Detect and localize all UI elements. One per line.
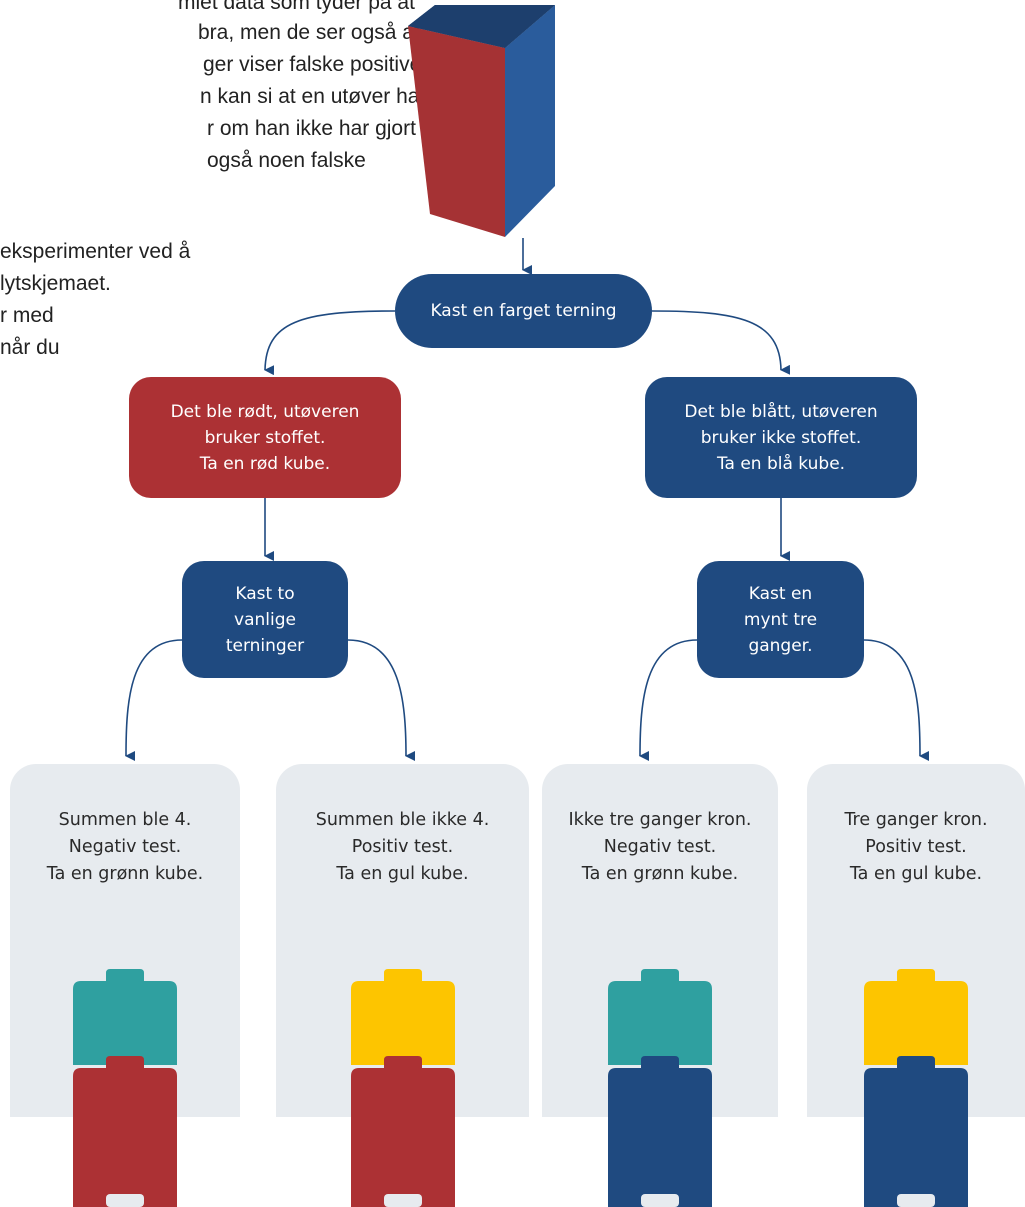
- start-node: Kast en farget terning: [395, 274, 652, 348]
- start-node-label: Kast en farget terning: [430, 301, 617, 321]
- intro-line: miet data som tyder på at: [178, 0, 415, 14]
- coin-step-line: ganger.: [748, 635, 813, 656]
- teal-over-red-cube-stack-icon: [73, 969, 177, 1207]
- arrow-start-to-red: [264, 310, 396, 376]
- teal-over-blue-cube-stack-icon: [608, 969, 712, 1207]
- intro-line: eksperimenter ved å: [0, 240, 191, 263]
- outcome-line: Negativ test.: [603, 837, 717, 857]
- outcome-card-3: Ikke tre ganger kron. Negativ test. Ta e…: [542, 764, 778, 1207]
- outcome-line: Tre ganger kron.: [844, 810, 988, 830]
- outcome-line: Negativ test.: [68, 837, 182, 857]
- intro-line: n kan si at en utøver har: [200, 85, 427, 108]
- intro-line: r om han ikke har gjort: [207, 117, 416, 140]
- arrow-dice-to-outcome-2: [347, 639, 416, 761]
- outcome-card-2: Summen ble ikke 4. Positiv test. Ta en g…: [276, 764, 529, 1207]
- blue-outcome-line: Ta en blå kube.: [716, 453, 846, 474]
- coin-step-line: Kast en: [748, 583, 813, 604]
- coin-step-line: mynt tre: [743, 609, 818, 630]
- outcome-line: Positiv test.: [351, 837, 454, 857]
- arrow-coin-to-outcome-3: [639, 639, 698, 762]
- red-outcome-line: Det ble rødt, utøveren: [170, 401, 360, 422]
- intro-line: også noen falske: [207, 149, 366, 172]
- intro-line: lytskjemaet.: [0, 272, 111, 295]
- coin-step-node: Kast en mynt tre ganger.: [697, 561, 864, 678]
- yellow-over-blue-cube-stack-icon: [864, 969, 968, 1207]
- outcome-line: Summen ble ikke 4.: [315, 810, 490, 830]
- dice-step-line: terninger: [225, 635, 305, 656]
- blue-outcome-line: bruker ikke stoffet.: [700, 427, 862, 448]
- colored-die-icon: [408, 5, 555, 237]
- outcome-line: Ta en gul kube.: [849, 864, 983, 884]
- arrow-start-to-blue: [651, 310, 791, 375]
- red-outcome-node: Det ble rødt, utøveren bruker stoffet. T…: [129, 377, 401, 498]
- dice-step-line: vanlige: [234, 609, 296, 630]
- yellow-over-red-cube-stack-icon: [350, 969, 455, 1207]
- intro-line: bra, men de ser også at: [198, 21, 420, 44]
- blue-outcome-node: Det ble blått, utøveren bruker ikke stof…: [645, 377, 917, 498]
- red-outcome-line: bruker stoffet.: [204, 427, 326, 448]
- outcome-line: Ikke tre ganger kron.: [568, 810, 752, 830]
- red-outcome-line: Ta en rød kube.: [199, 453, 331, 474]
- dice-step-node: Kast to vanlige terninger: [182, 561, 348, 678]
- intro-line: når du: [0, 336, 60, 359]
- dice-step-line: Kast to: [235, 583, 295, 604]
- diagram-connectors: [125, 5, 930, 762]
- outcome-card-4: Tre ganger kron. Positiv test. Ta en gul…: [807, 764, 1025, 1207]
- outcome-line: Ta en grønn kube.: [581, 864, 739, 884]
- arrow-dice-to-outcome-1: [125, 639, 183, 762]
- intro-line: ger viser falske positive.: [203, 53, 428, 76]
- outcome-line: Ta en grønn kube.: [46, 864, 204, 884]
- outcome-line: Summen ble 4.: [58, 810, 192, 830]
- intro-line: r med: [0, 304, 54, 327]
- blue-outcome-line: Det ble blått, utøveren: [684, 401, 878, 422]
- arrow-coin-to-outcome-4: [863, 639, 930, 761]
- outcome-line: Ta en gul kube.: [336, 864, 469, 884]
- outcome-card-1: Summen ble 4. Negativ test. Ta en grønn …: [10, 764, 240, 1207]
- outcome-line: Positiv test.: [865, 837, 967, 857]
